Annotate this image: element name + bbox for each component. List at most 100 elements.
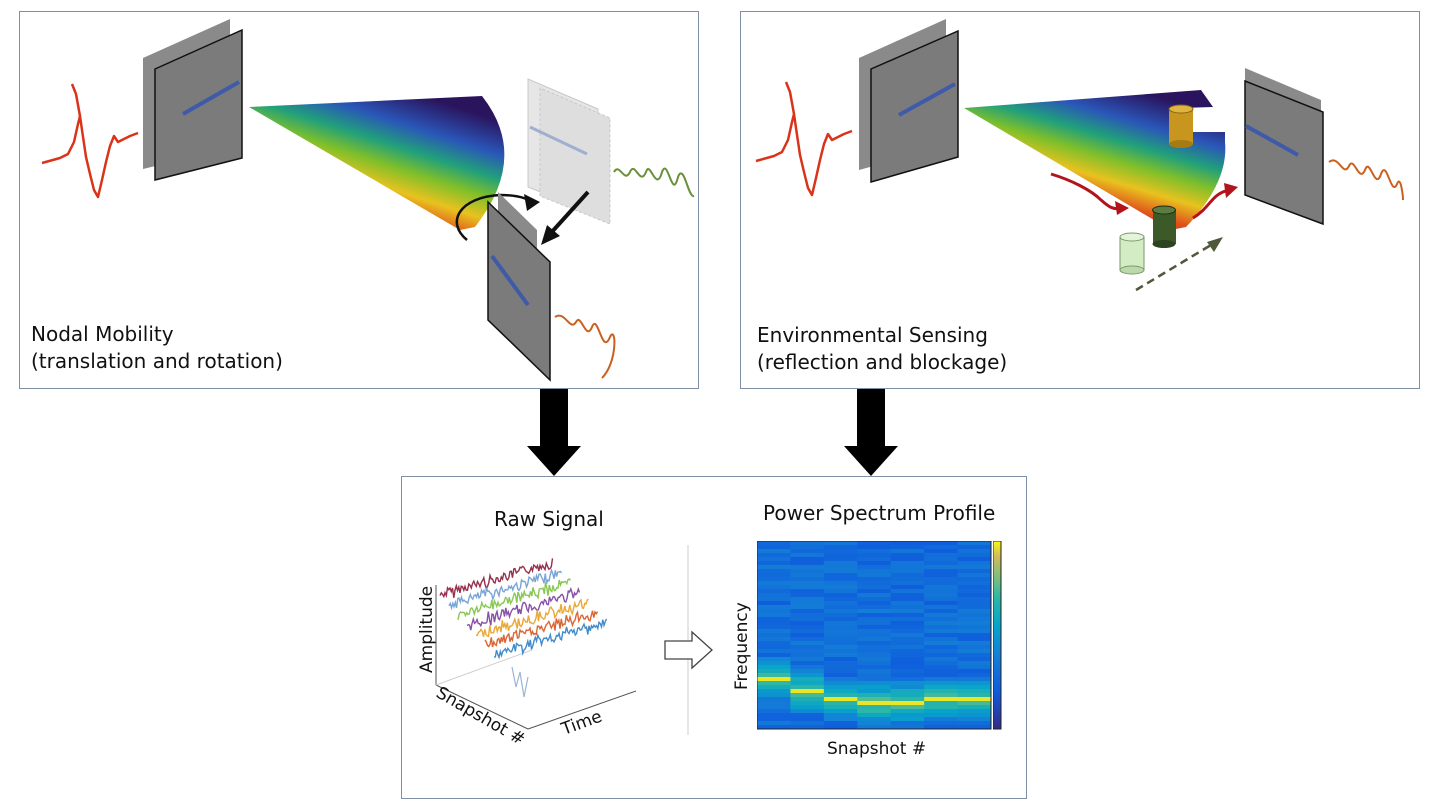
- heatmap-cell: [790, 705, 825, 710]
- heatmap-cell: [890, 685, 925, 690]
- heatmap-cell: [957, 625, 992, 630]
- heatmap-cell: [957, 613, 992, 618]
- heatmap-cell: [924, 705, 959, 710]
- heatmap-cell: [790, 601, 825, 606]
- heatmap-cell: [957, 697, 992, 702]
- heatmap-cell: [757, 569, 791, 574]
- heatmap-cell: [823, 613, 858, 618]
- heatmap-cell: [790, 633, 825, 638]
- heatmap-cell: [857, 557, 892, 562]
- waterfall-traces: [439, 558, 608, 698]
- heatmap-cell: [757, 669, 791, 674]
- heatmap-cell: [890, 561, 925, 566]
- heatmap-cell: [924, 633, 959, 638]
- heatmap-cell: [857, 657, 892, 662]
- heatmap-cell: [757, 597, 791, 602]
- heatmap-cell: [890, 585, 925, 590]
- snapshot-axis-label: Snapshot #: [433, 683, 529, 750]
- heatmap-cell: [823, 589, 858, 594]
- heatmap-cell: [890, 701, 925, 706]
- heatmap-cell: [790, 645, 825, 650]
- blocking-cylinder: [1152, 205, 1176, 248]
- heatmap-cell: [790, 673, 825, 678]
- heatmap-cell: [790, 589, 825, 594]
- heatmap-cell: [890, 669, 925, 674]
- heatmap-cell: [757, 717, 791, 722]
- heatmap-cell: [924, 577, 959, 582]
- arrow-down-icon: [527, 389, 581, 476]
- heatmap-cell: [957, 601, 992, 606]
- heatmap-cell: [924, 593, 959, 598]
- heatmap-cell: [823, 685, 858, 690]
- psp-snapshot-axis-label: Snapshot #: [827, 739, 926, 759]
- heatmap-cell: [890, 717, 925, 722]
- heatmap-cell: [790, 629, 825, 634]
- transmit-pulse-icon: [41, 114, 139, 199]
- heatmap-cell: [857, 661, 892, 666]
- heatmap-cell: [890, 665, 925, 670]
- signal-trace: [439, 558, 554, 599]
- heatmap-cell: [857, 665, 892, 670]
- heatmap-cell: [790, 721, 825, 726]
- heatmap-cell: [790, 581, 825, 586]
- heatmap-cell: [790, 573, 825, 578]
- heatmap-cell: [890, 573, 925, 578]
- heatmap-cell: [757, 701, 791, 706]
- signal-trace: [493, 618, 608, 660]
- heatmap-cell: [890, 677, 925, 682]
- heatmap-cell: [790, 637, 825, 642]
- heatmap-cell: [857, 577, 892, 582]
- nodal-caption-line1: Nodal Mobility: [31, 322, 174, 346]
- heatmap-cell: [957, 617, 992, 622]
- heatmap-cell: [823, 721, 858, 726]
- heatmap-cell: [857, 561, 892, 566]
- heatmap-cell: [890, 689, 925, 694]
- received-wave-icon: [554, 314, 616, 379]
- reflection-arrow-icon: [1192, 188, 1230, 220]
- heatmap-cell: [924, 549, 959, 554]
- tx-antenna: [859, 19, 959, 183]
- heatmap-cell: [823, 689, 858, 694]
- signal-trace: [511, 666, 529, 698]
- signal-trace: [484, 610, 599, 648]
- heatmap-cell: [757, 581, 791, 586]
- heatmap-cell: [823, 621, 858, 626]
- heatmap-cell: [757, 565, 791, 570]
- heatmap-cell: [823, 645, 858, 650]
- heatmap-cell: [957, 717, 992, 722]
- heatmap-cell: [924, 561, 959, 566]
- heatmap-cell: [790, 641, 825, 646]
- heatmap-cell: [790, 681, 825, 686]
- heatmap-cell: [924, 641, 959, 646]
- heatmap-cell: [857, 633, 892, 638]
- heatmap-cell: [924, 557, 959, 562]
- heatmap-cell: [957, 713, 992, 718]
- heatmap-cell: [757, 609, 791, 614]
- heatmap-cell: [957, 541, 992, 546]
- beam-cone: [964, 90, 1226, 230]
- heatmap-cell: [924, 581, 959, 586]
- heatmap-cell: [757, 665, 791, 670]
- heatmap-cell: [857, 617, 892, 622]
- heatmap-cell: [924, 585, 959, 590]
- heatmap-cell: [957, 677, 992, 682]
- heatmap-cell: [890, 569, 925, 574]
- heatmap-cell: [857, 573, 892, 578]
- heatmap-cell: [823, 577, 858, 582]
- heatmap-cell: [957, 649, 992, 654]
- raw-signal-title: Raw Signal: [494, 507, 604, 531]
- heatmap-cell: [757, 677, 791, 682]
- heatmap-cell: [924, 725, 959, 730]
- nodal-mobility-panel: Nodal Mobility (translation and rotation…: [19, 11, 699, 389]
- heatmap-cell: [757, 593, 791, 598]
- heatmap-cell: [924, 553, 959, 558]
- heatmap-cell: [823, 705, 858, 710]
- heatmap-cell: [790, 669, 825, 674]
- heatmap-cell: [857, 625, 892, 630]
- heatmap-cell: [924, 673, 959, 678]
- heatmap-cell: [890, 673, 925, 678]
- heatmap-cell: [823, 545, 858, 550]
- heatmap-cell: [924, 621, 959, 626]
- heatmap-cell: [757, 541, 791, 546]
- heatmap-cell: [924, 565, 959, 570]
